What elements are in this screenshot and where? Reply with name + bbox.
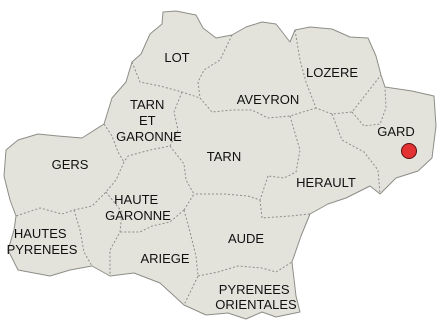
- dept-label-aveyron: AVEYRON: [237, 92, 300, 107]
- dept-label-tarn-et-garonne: TARN ET GARONNE: [116, 97, 182, 144]
- dept-label-herault: HERAULT: [296, 175, 356, 190]
- dept-label-hautes-pyrenees: HAUTES PYRENEES: [7, 226, 78, 257]
- border-tarn-et-garonne-gers: [103, 123, 125, 163]
- region-outline: [3, 10, 437, 320]
- dept-label-lozere: LOZERE: [306, 65, 358, 80]
- dept-label-tarn: TARN: [207, 149, 241, 164]
- dept-label-ariege: ARIEGE: [140, 251, 189, 266]
- border-lot-tarn-et-garonne: [131, 61, 201, 99]
- border-haute-garonne-aude: [120, 209, 185, 233]
- border-tarn-haute-garonne: [169, 145, 195, 211]
- location-dot-icon[interactable]: [401, 143, 417, 159]
- border-herault-aude: [259, 199, 311, 219]
- border-tarn-herault: [194, 175, 269, 201]
- dept-label-haute-garonne: HAUTE GARONNE: [105, 192, 171, 223]
- dept-label-aude: AUDE: [228, 231, 264, 246]
- border-aveyron-herault: [267, 115, 301, 179]
- dept-label-gers: GERS: [52, 157, 89, 172]
- border-hautes-pyrenees-haute-garonne: [73, 209, 93, 267]
- dept-label-gard: GARD: [377, 124, 415, 139]
- border-gers-haute-garonne: [15, 161, 125, 217]
- border-gard-herault: [331, 113, 381, 195]
- border-lozere-gard: [351, 86, 387, 127]
- dept-label-pyrenees-orientales: PYRENEES ORIENTALES: [215, 282, 297, 312]
- border-haute-garonne-ariege: [105, 191, 123, 276]
- border-aude-pyrenees-orientales: [197, 261, 293, 277]
- dept-label-lot: LOT: [164, 50, 189, 65]
- border-lot-aveyron: [197, 34, 233, 99]
